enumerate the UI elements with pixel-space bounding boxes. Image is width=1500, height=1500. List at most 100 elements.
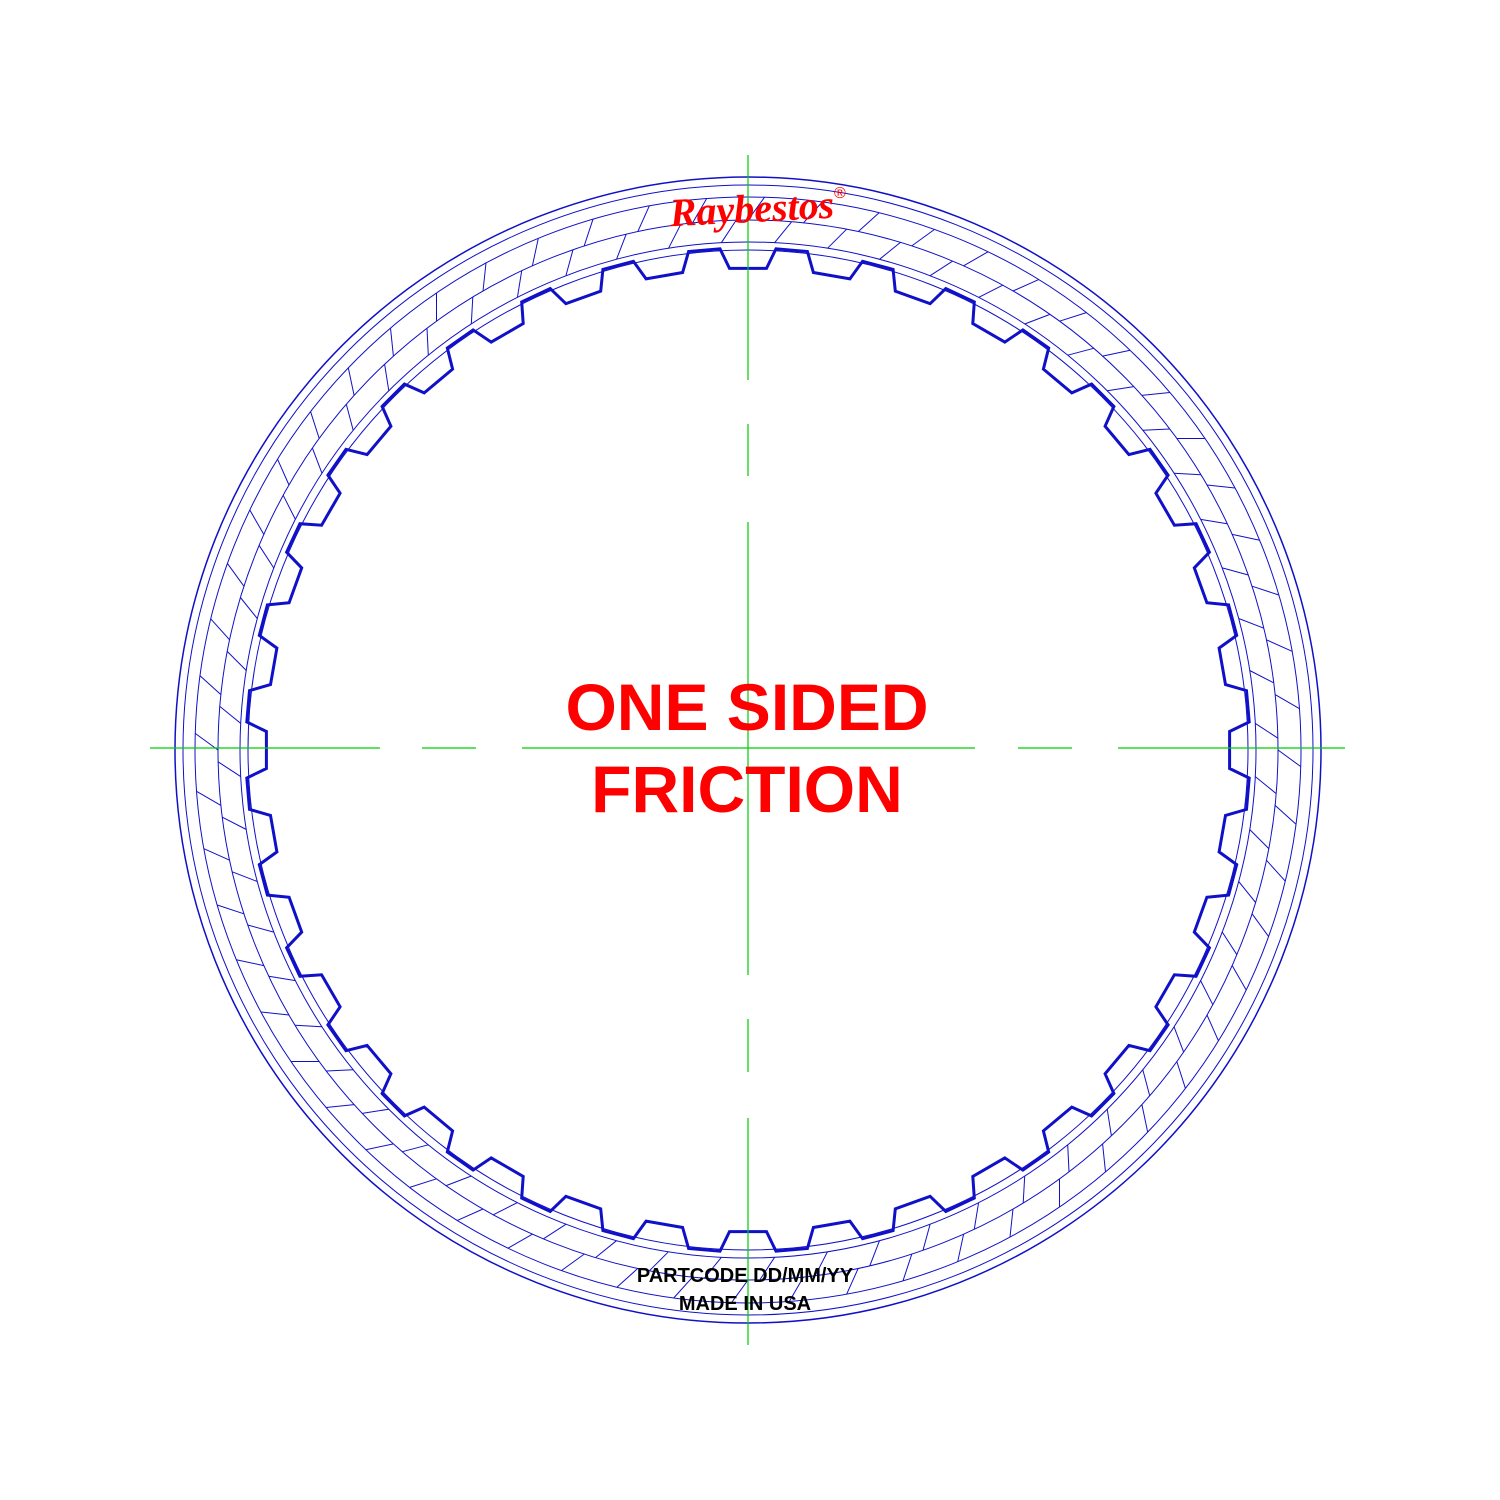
- segment-divider: [199, 675, 222, 695]
- segment-divider: [963, 251, 989, 267]
- segment-divider: [869, 1240, 880, 1266]
- segment-divider: [390, 328, 394, 357]
- segment-divider: [692, 198, 708, 224]
- segment-divider: [1231, 965, 1247, 991]
- segment-divider: [203, 848, 230, 861]
- segment-divider: [196, 790, 222, 806]
- segment-divider: [426, 328, 429, 356]
- segment-divider: [531, 238, 539, 266]
- segment-divider: [1266, 639, 1293, 652]
- friction-label-line2: FRICTION: [591, 752, 903, 826]
- segment-divider: [402, 1144, 429, 1153]
- segment-divider: [1059, 312, 1087, 322]
- segment-divider: [294, 1024, 323, 1028]
- segment-divider: [1106, 1109, 1112, 1136]
- segment-divider: [902, 1253, 913, 1281]
- segment-divider: [482, 262, 487, 292]
- segment-divider: [457, 1208, 484, 1221]
- segment-divider: [445, 1175, 472, 1187]
- registered-mark: ®: [834, 185, 846, 202]
- segment-divider: [565, 249, 574, 276]
- segment-divider: [1067, 347, 1094, 356]
- segment-divider: [1024, 313, 1051, 325]
- segment-divider: [1206, 1014, 1219, 1041]
- segment-divider: [922, 1224, 931, 1251]
- segment-divider: [409, 1178, 437, 1188]
- segment-divider: [730, 1279, 749, 1304]
- segment-divider: [384, 364, 390, 391]
- segment-divider: [311, 447, 323, 474]
- segment-divider: [616, 1268, 639, 1288]
- segment-divider: [1022, 1175, 1026, 1204]
- friction-label-line1: ONE SIDED: [565, 670, 928, 744]
- segment-divider: [1141, 392, 1170, 396]
- segment-divider: [249, 509, 265, 535]
- segment-divider: [595, 1240, 617, 1258]
- segment-divider: [347, 367, 355, 396]
- segment-divider: [814, 1251, 828, 1276]
- segment-divider: [240, 597, 258, 619]
- segment-divider: [217, 904, 245, 915]
- segment-divider: [226, 651, 247, 671]
- segment-divider: [258, 545, 275, 569]
- segment-divider: [362, 1108, 389, 1114]
- segment-divider: [1222, 567, 1249, 576]
- segment-divider: [720, 219, 737, 243]
- segment-divider: [326, 1104, 355, 1108]
- segment-divider: [561, 1253, 585, 1272]
- segment-divider: [1200, 518, 1228, 525]
- segment-divider: [217, 761, 241, 778]
- segment-divider: [827, 228, 847, 249]
- segment-divider: [1249, 670, 1274, 684]
- segment-divider: [326, 1069, 354, 1072]
- segment-divider: [1173, 1026, 1185, 1053]
- segment-divider: [1141, 1104, 1149, 1133]
- segment-divider: [268, 975, 296, 982]
- segment-divider: [978, 284, 1003, 298]
- centerlines: [150, 155, 1345, 1345]
- segment-divider: [879, 242, 901, 260]
- segment-divider: [507, 1233, 533, 1249]
- segment-divider: [1102, 349, 1131, 357]
- segment-divider: [857, 212, 880, 232]
- segment-divider: [637, 205, 650, 232]
- segment-divider: [1251, 585, 1279, 596]
- segment-divider: [232, 871, 258, 882]
- segment-divider: [973, 1202, 980, 1230]
- segment-divider: [470, 296, 474, 325]
- segment-divider: [668, 224, 682, 249]
- segment-divider: [1206, 484, 1236, 489]
- segment-divider: [803, 201, 823, 224]
- segment-divider: [1277, 749, 1302, 768]
- segment-divider: [493, 1202, 518, 1216]
- segment-divider: [673, 1276, 693, 1299]
- segment-divider: [1107, 386, 1134, 392]
- segment-divider: [911, 228, 935, 247]
- segment-divider: [222, 816, 247, 830]
- segment-divider: [282, 495, 296, 520]
- segment-divider: [194, 732, 219, 751]
- segment-divider: [277, 459, 290, 486]
- segment-divider: [1249, 829, 1270, 849]
- segment-divider: [1067, 1144, 1070, 1172]
- segment-divider: [1266, 859, 1286, 882]
- segment-divider: [310, 411, 320, 439]
- segment-divider: [1221, 931, 1238, 955]
- segment-divider: [1238, 881, 1256, 903]
- segment-divider: [210, 618, 230, 641]
- segment-divider: [747, 196, 766, 221]
- segment-divider: [649, 1251, 669, 1272]
- segment-divider: [1274, 805, 1297, 825]
- segment-divider: [226, 563, 245, 587]
- segment-divider: [929, 260, 953, 277]
- segment-divider: [1238, 618, 1264, 629]
- segment-divider: [1142, 1069, 1151, 1096]
- segment-divider: [1176, 1061, 1186, 1089]
- segment-divider: [1142, 428, 1170, 431]
- segment-divider: [345, 404, 354, 431]
- segment-divider: [260, 1011, 290, 1016]
- segment-divider: [616, 234, 627, 260]
- segment-divider: [365, 1143, 394, 1151]
- origin-stamp: MADE IN USA: [679, 1293, 811, 1315]
